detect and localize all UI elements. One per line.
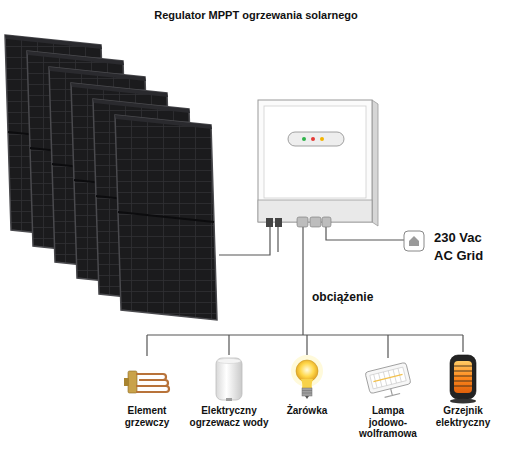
appliance-label: Grzejnik elektryczny	[429, 405, 497, 428]
dc-connector	[275, 218, 282, 227]
diagram-title: Regulator MPPT ogrzewania solarnego	[0, 9, 512, 22]
load-bus	[147, 334, 463, 335]
cable-gland	[322, 217, 331, 227]
cable-gland	[310, 217, 321, 227]
bulb-icon	[291, 355, 323, 399]
load-wire	[302, 226, 303, 335]
pv-wire	[219, 226, 270, 255]
halogen-lamp-icon	[365, 362, 413, 400]
mppt-controller	[258, 100, 378, 227]
cable-gland	[297, 217, 308, 227]
appliance-label: Element grzewczy	[117, 405, 177, 428]
led	[311, 137, 315, 141]
pv-wire	[277, 226, 278, 252]
load-label: obciążenie	[312, 290, 392, 304]
dc-connector	[266, 218, 273, 227]
heating-element-icon	[124, 371, 169, 393]
led	[320, 137, 324, 141]
appliance-label: Elektryczny ogrzewacz wody	[182, 405, 276, 428]
solar-panels	[5, 35, 217, 320]
electric-heater-icon	[450, 355, 476, 404]
appliance-label: Żarówka	[277, 405, 337, 417]
display	[288, 132, 344, 146]
led	[302, 137, 306, 141]
appliance-label: Lampa jodowo-wolframowa	[354, 405, 422, 440]
grid-wire	[326, 226, 404, 240]
grid-label: 230 Vac AC Grid	[434, 229, 500, 265]
solar-panel	[115, 115, 217, 320]
wires	[147, 226, 463, 358]
grid-icon	[404, 231, 424, 251]
water-heater-icon	[216, 358, 242, 401]
load-drop	[147, 335, 463, 358]
